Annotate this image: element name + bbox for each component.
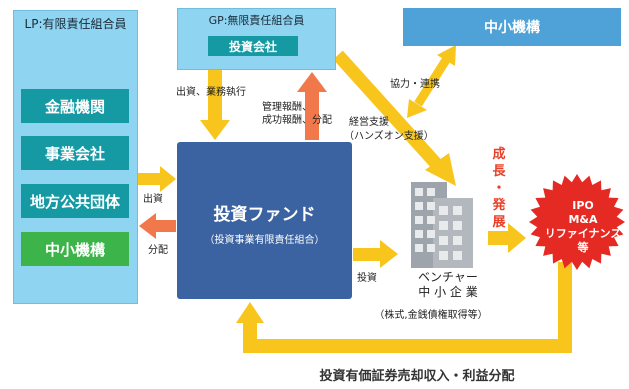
growth-label: 成 長 ・ 発 展 [486, 146, 512, 231]
venture-line-2: 中 小 企 業 [418, 285, 478, 299]
venture-title: ベンチャー 中 小 企 業 [402, 270, 494, 300]
label-support-2: （ハンズオン支援） [344, 131, 434, 142]
gp-title: GP:無限責任組合員 [208, 14, 305, 27]
cooperation-arrowhead-up [437, 45, 456, 66]
growth-char-5: 展 [492, 215, 506, 230]
return-flow-arrow [243, 262, 572, 353]
label-invest-out: 投資 [357, 273, 377, 284]
lp-item-local-governments: 地方公共団体 [21, 184, 129, 218]
gp-fees-arrow-shaft [305, 90, 319, 140]
lp-distribute-arrow-shaft [154, 220, 176, 232]
label-fees-2: 成功報酬、分配 [262, 115, 332, 126]
fund-title: 投資ファンド [213, 205, 316, 225]
exit-line-3: リファイナンス等 [544, 227, 622, 254]
lp-invest-arrow-shaft [138, 173, 162, 185]
label-fees-1: 管理報酬、 [262, 102, 312, 113]
gp-fees-arrowhead [297, 72, 327, 92]
gp-invest-arrow-shaft [208, 70, 222, 120]
growth-char-2: 長 [492, 164, 506, 179]
cooperation-arrowhead-down [407, 99, 427, 118]
building-icon [411, 182, 473, 268]
sme-agency-box: 中小機構 [403, 8, 621, 46]
lp-title: LP:有限責任組合員 [24, 17, 127, 31]
cooperation-arrow [414, 57, 450, 107]
label-cooperation: 協力・連携 [390, 79, 440, 90]
label-distribute: 分配 [148, 245, 168, 256]
exit-burst [529, 174, 625, 270]
venture-line-1: ベンチャー [418, 270, 478, 284]
venture-invest-arrowhead [380, 240, 398, 268]
lp-item-financial-institutions: 金融機関 [21, 89, 129, 123]
lp-item-business-companies: 事業会社 [21, 136, 129, 170]
investment-fund-box [177, 142, 352, 299]
return-flow-label: 投資有価証券売却収入・利益分配 [319, 369, 515, 384]
growth-arrow-shaft [488, 231, 510, 245]
label-gp-exec: 出資、業務執行 [176, 87, 246, 98]
lp-item-sme-agency: 中小機構 [21, 232, 129, 266]
exit-label: IPO M&A リファイナンス等 [541, 199, 625, 255]
lp-distribute-arrowhead [139, 213, 156, 239]
exit-line-1: IPO [572, 199, 594, 212]
lp-invest-arrowhead [160, 166, 176, 192]
label-support-1: 経営支援 [349, 117, 389, 128]
label-invest-in: 出資 [143, 194, 163, 205]
fund-subtitle: （投資事業有限責任組合） [204, 235, 325, 246]
venture-note: （株式,金銭債権取得等） [374, 310, 488, 321]
return-flow-arrowhead [236, 302, 264, 323]
growth-char-1: 成 [492, 147, 506, 162]
exit-line-2: M&A [568, 213, 598, 226]
management-support-arrow [333, 50, 445, 173]
gp-investment-company: 投資会社 [208, 36, 298, 56]
growth-char-4: 発 [492, 198, 506, 213]
management-support-arrowhead [425, 153, 456, 186]
gp-invest-arrowhead [200, 120, 230, 140]
growth-arrowhead [508, 223, 526, 253]
venture-invest-arrow-shaft [353, 248, 381, 261]
growth-char-3: ・ [492, 181, 506, 196]
